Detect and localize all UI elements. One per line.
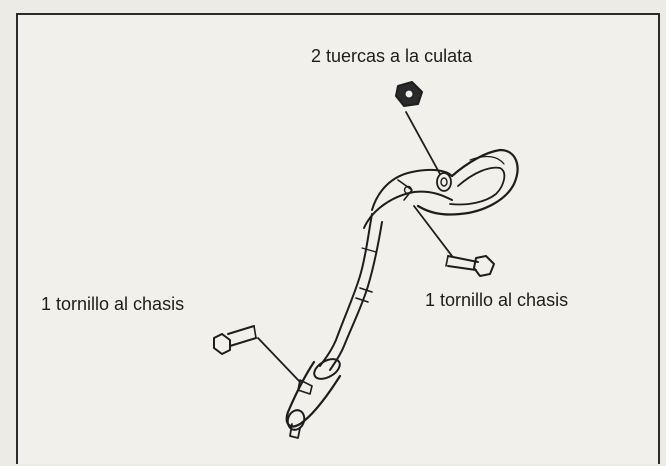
- muffler: [285, 358, 342, 439]
- bolt-right-icon: [445, 255, 495, 277]
- exhaust-pipe: [319, 213, 383, 371]
- exhaust-manifold: [363, 148, 519, 229]
- label-nuts-to-cylinder-head: 2 tuercas a la culata: [311, 46, 473, 66]
- nut-icon: [395, 81, 423, 107]
- leader-line-left: [257, 337, 301, 383]
- diagram-frame: [16, 13, 660, 464]
- label-bolt-to-chassis-right: 1 tornillo al chasis: [425, 290, 569, 310]
- leader-line-right: [413, 205, 453, 257]
- bolt-left-icon: [213, 325, 257, 355]
- label-bolt-to-chassis-left: 1 tornillo al chasis: [41, 294, 185, 314]
- leader-line-nuts: [405, 111, 441, 175]
